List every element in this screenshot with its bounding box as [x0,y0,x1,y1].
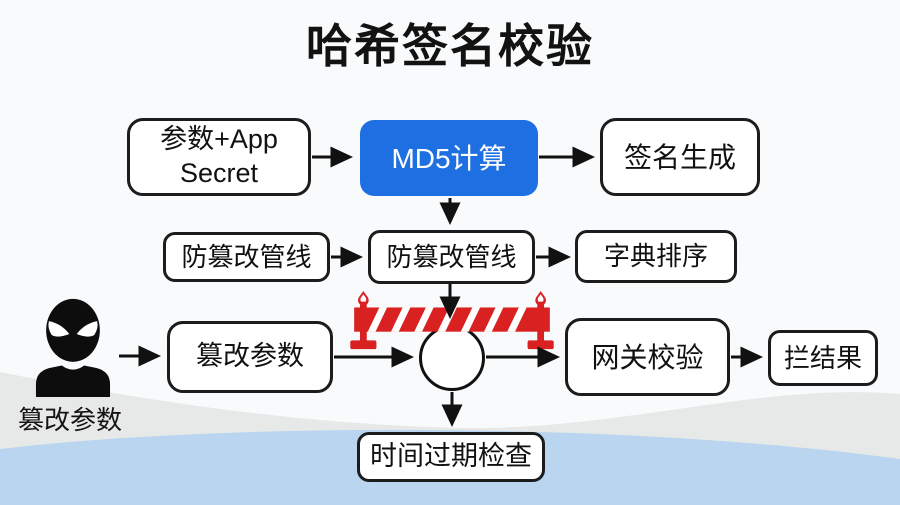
hacker-caption: 篡改参数 [18,405,123,435]
node-params-label: 参数+App Secret [160,124,278,188]
node-sign-label: 签名生成 [623,141,736,173]
node-pipeline-mid-label: 防篡改管线 [386,241,517,272]
hacker-icon [35,298,111,397]
node-tamper-params: 篡改参数 [167,321,333,393]
roadblock-barrier-icon [350,291,554,350]
node-tamper-label: 篡改参数 [196,341,304,372]
node-md5-label: MD5计算 [391,142,507,174]
page-title: 哈希签名校验 [306,20,594,72]
node-result-label: 拦结果 [783,342,862,373]
node-antitamper-pipeline-left: 防篡改管线 [163,232,330,282]
node-pipeline-left-label: 防篡改管线 [181,241,312,272]
node-dict-sort-label: 字典排序 [603,241,708,272]
node-antitamper-pipeline-mid: 防篡改管线 [368,230,535,284]
node-dict-sort: 字典排序 [575,230,737,283]
node-gateway-label: 网关校验 [591,341,704,373]
node-gateway-verify: 网关校验 [565,318,730,396]
node-md5-compute: MD5计算 [360,120,538,196]
node-time-check-label: 时间过期检查 [370,441,532,472]
node-block-result: 拦结果 [768,330,878,386]
node-time-expire-check: 时间过期检查 [357,432,545,482]
node-params-appsecret: 参数+App Secret [127,118,311,196]
node-signature-generate: 签名生成 [600,118,760,196]
merge-circle [419,325,485,391]
